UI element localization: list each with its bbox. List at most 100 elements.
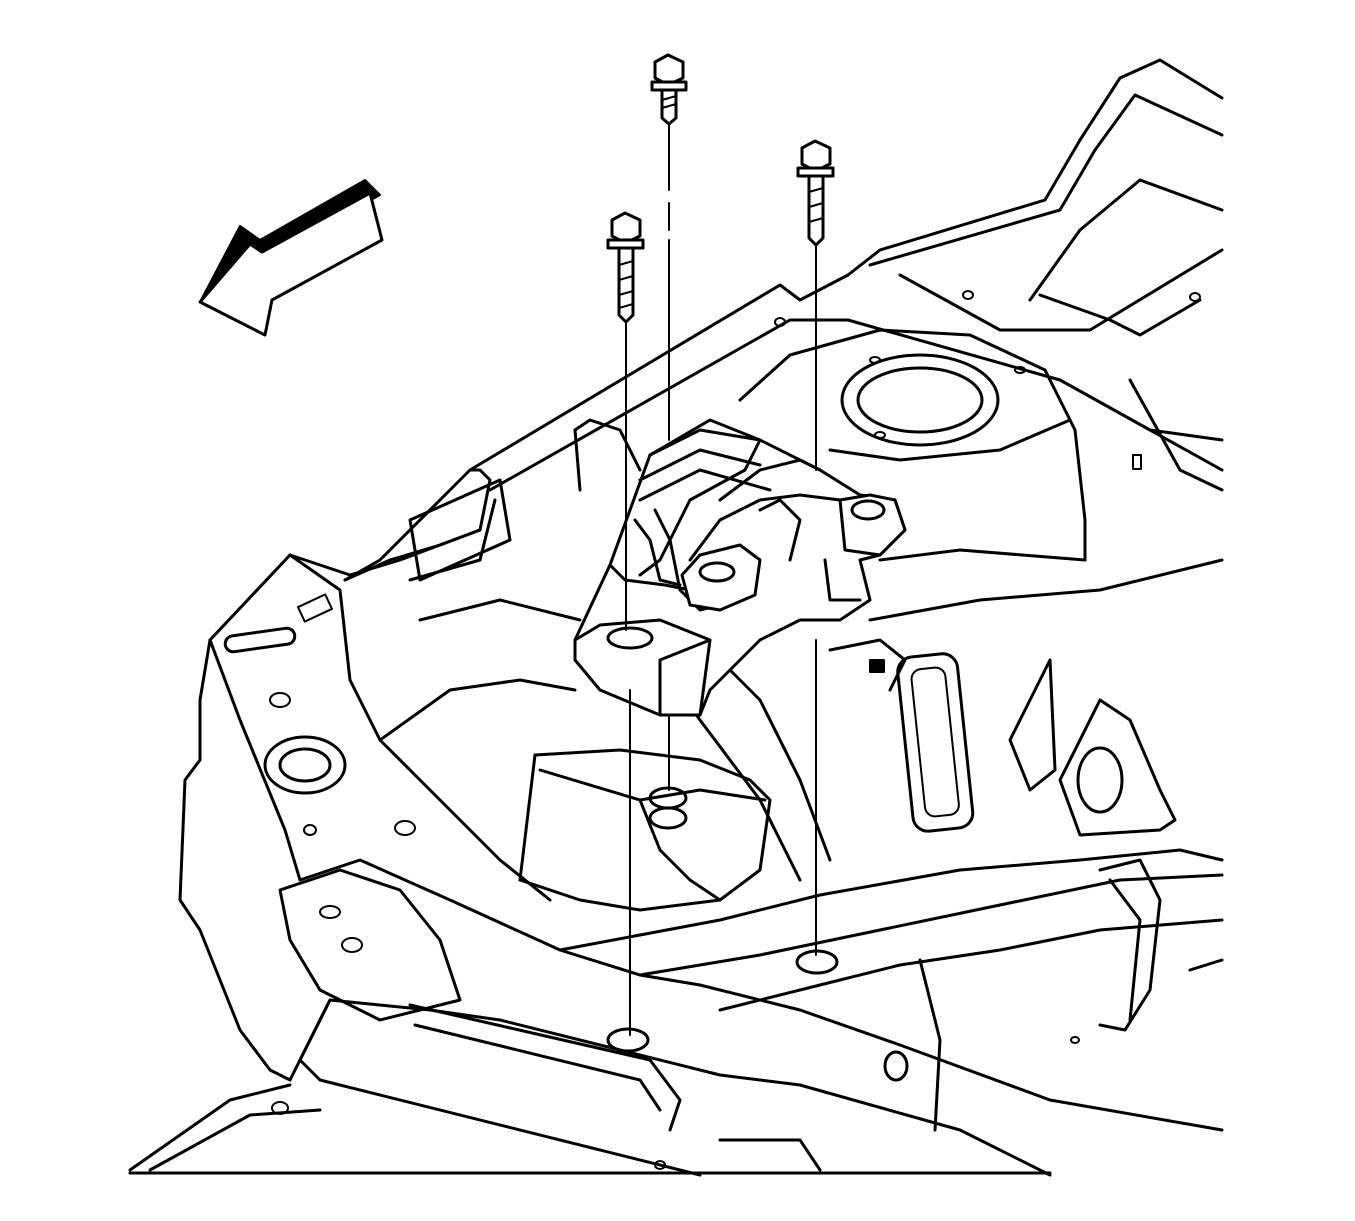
floor-boss — [718, 1138, 822, 1172]
bolt-thread — [618, 260, 634, 266]
lower-pad-hole-b — [648, 806, 688, 830]
inner-panel-curve — [418, 598, 582, 622]
bolt-head — [800, 139, 832, 173]
transmission-mount — [573, 418, 907, 717]
bolt-thread — [808, 187, 824, 193]
tower-window-inner — [910, 666, 960, 818]
left-rail-slot — [297, 593, 333, 623]
right-bracket-inner — [1108, 878, 1142, 1022]
bolt-thread — [618, 275, 634, 281]
tower-shoulder — [828, 418, 1072, 462]
bolt-thread — [808, 217, 824, 223]
left-rail-hole — [269, 692, 291, 708]
upper-rail-edge — [846, 58, 1224, 277]
left-bolt-hole — [606, 1027, 650, 1053]
tower-hole-b — [1014, 366, 1026, 374]
bolt-head — [610, 211, 642, 245]
mount-rib-c — [633, 518, 682, 587]
crossmember-lower — [298, 998, 702, 1177]
crossmember-vertical — [918, 958, 942, 1132]
pad-slot — [319, 905, 341, 919]
bolt-thread — [618, 290, 634, 296]
crossmember-channel — [408, 1003, 682, 1132]
mount-bolt-right — [796, 139, 835, 956]
rail-hole — [962, 290, 974, 300]
mount-bolt-center — [650, 53, 688, 791]
strut-tower-dome — [738, 328, 1087, 562]
pad-hole — [341, 937, 363, 953]
strut-tower-opening — [840, 353, 1000, 447]
mount-rib-b — [638, 468, 772, 502]
tower-hole-c — [874, 431, 886, 439]
mount-front-boss — [680, 543, 762, 612]
left-rail-web — [288, 553, 552, 902]
right-crossmember-face — [698, 983, 1224, 1132]
mount-front-hole — [698, 561, 736, 583]
floor-hole-a — [271, 1101, 289, 1115]
bolt-flange — [606, 238, 645, 250]
arrow-body — [198, 191, 384, 337]
upper-rail-step — [1038, 293, 1202, 337]
crossmember-dot — [1070, 1036, 1080, 1044]
left-rail-oblong — [223, 626, 297, 654]
tower-right-face — [1128, 378, 1224, 492]
mount-base-side — [658, 638, 712, 717]
mount-rear-boss — [838, 493, 907, 557]
mount-lower-lip — [608, 563, 692, 592]
tower-window-outer — [896, 652, 975, 833]
left-rail-bracket — [408, 478, 512, 582]
left-crossmember-pad — [278, 868, 462, 1022]
left-rail-small-hole — [303, 824, 317, 836]
floor-hole-b — [654, 1160, 666, 1170]
tower-label-tab — [828, 638, 907, 692]
upper-rail-lower — [898, 248, 1224, 332]
mount-rear-hole — [850, 499, 886, 521]
mount-rib-a — [638, 448, 762, 482]
right-crossmember-top — [558, 848, 1224, 952]
body-frame-rail — [128, 58, 1224, 1177]
bolt-flange — [796, 166, 835, 178]
left-rail-top — [208, 468, 492, 642]
right-crossmember-edge — [638, 873, 1224, 977]
mount-arm-face — [688, 493, 842, 562]
mount-base-hole — [606, 626, 654, 650]
upper-rail-flange — [1028, 178, 1224, 302]
tower-band-lower — [868, 558, 1224, 622]
tower-label-mark — [869, 659, 885, 673]
tower-rib — [1008, 658, 1057, 792]
strut-tower-lip — [1058, 378, 1224, 442]
right-bracket-tab — [1188, 958, 1224, 972]
lower-mount-pad-side — [518, 753, 537, 882]
mount-bolt-left — [606, 211, 645, 1036]
mount-insulator-top — [638, 418, 762, 577]
mount-rib-d — [653, 508, 682, 592]
left-rail-bracket-lip — [408, 498, 497, 582]
tower-slot — [1132, 454, 1142, 470]
mount-arm-upper — [718, 458, 822, 502]
floor-left-inner — [148, 1108, 322, 1172]
left-rail-boss-inner — [278, 747, 332, 783]
right-crossmember-bottom — [798, 1083, 1052, 1177]
left-rail-inner-face — [208, 638, 302, 882]
floor-left-edge — [128, 1083, 292, 1172]
tower-gusset — [1058, 698, 1177, 837]
strut-tower-opening-inner — [856, 366, 984, 434]
tower-gusset-hole — [1076, 746, 1124, 814]
mount-foot — [823, 558, 862, 602]
bolt-shank — [807, 174, 825, 247]
mount-base-top — [573, 618, 712, 642]
right-bracket — [1098, 858, 1162, 1032]
left-rail-boss-outer — [263, 735, 347, 795]
cowl-edge — [468, 273, 850, 472]
bolt-head — [653, 53, 685, 87]
bolt-thread — [661, 103, 677, 109]
lower-mount-pad-top — [538, 768, 767, 802]
mount-center-web — [758, 498, 802, 562]
tower-hole-a — [869, 356, 881, 364]
crossmember-channel-inner — [413, 1023, 662, 1112]
left-rail-outer-face — [178, 638, 292, 1082]
lower-mount-pad-ridge — [638, 798, 722, 902]
bolt-flange — [650, 80, 688, 92]
